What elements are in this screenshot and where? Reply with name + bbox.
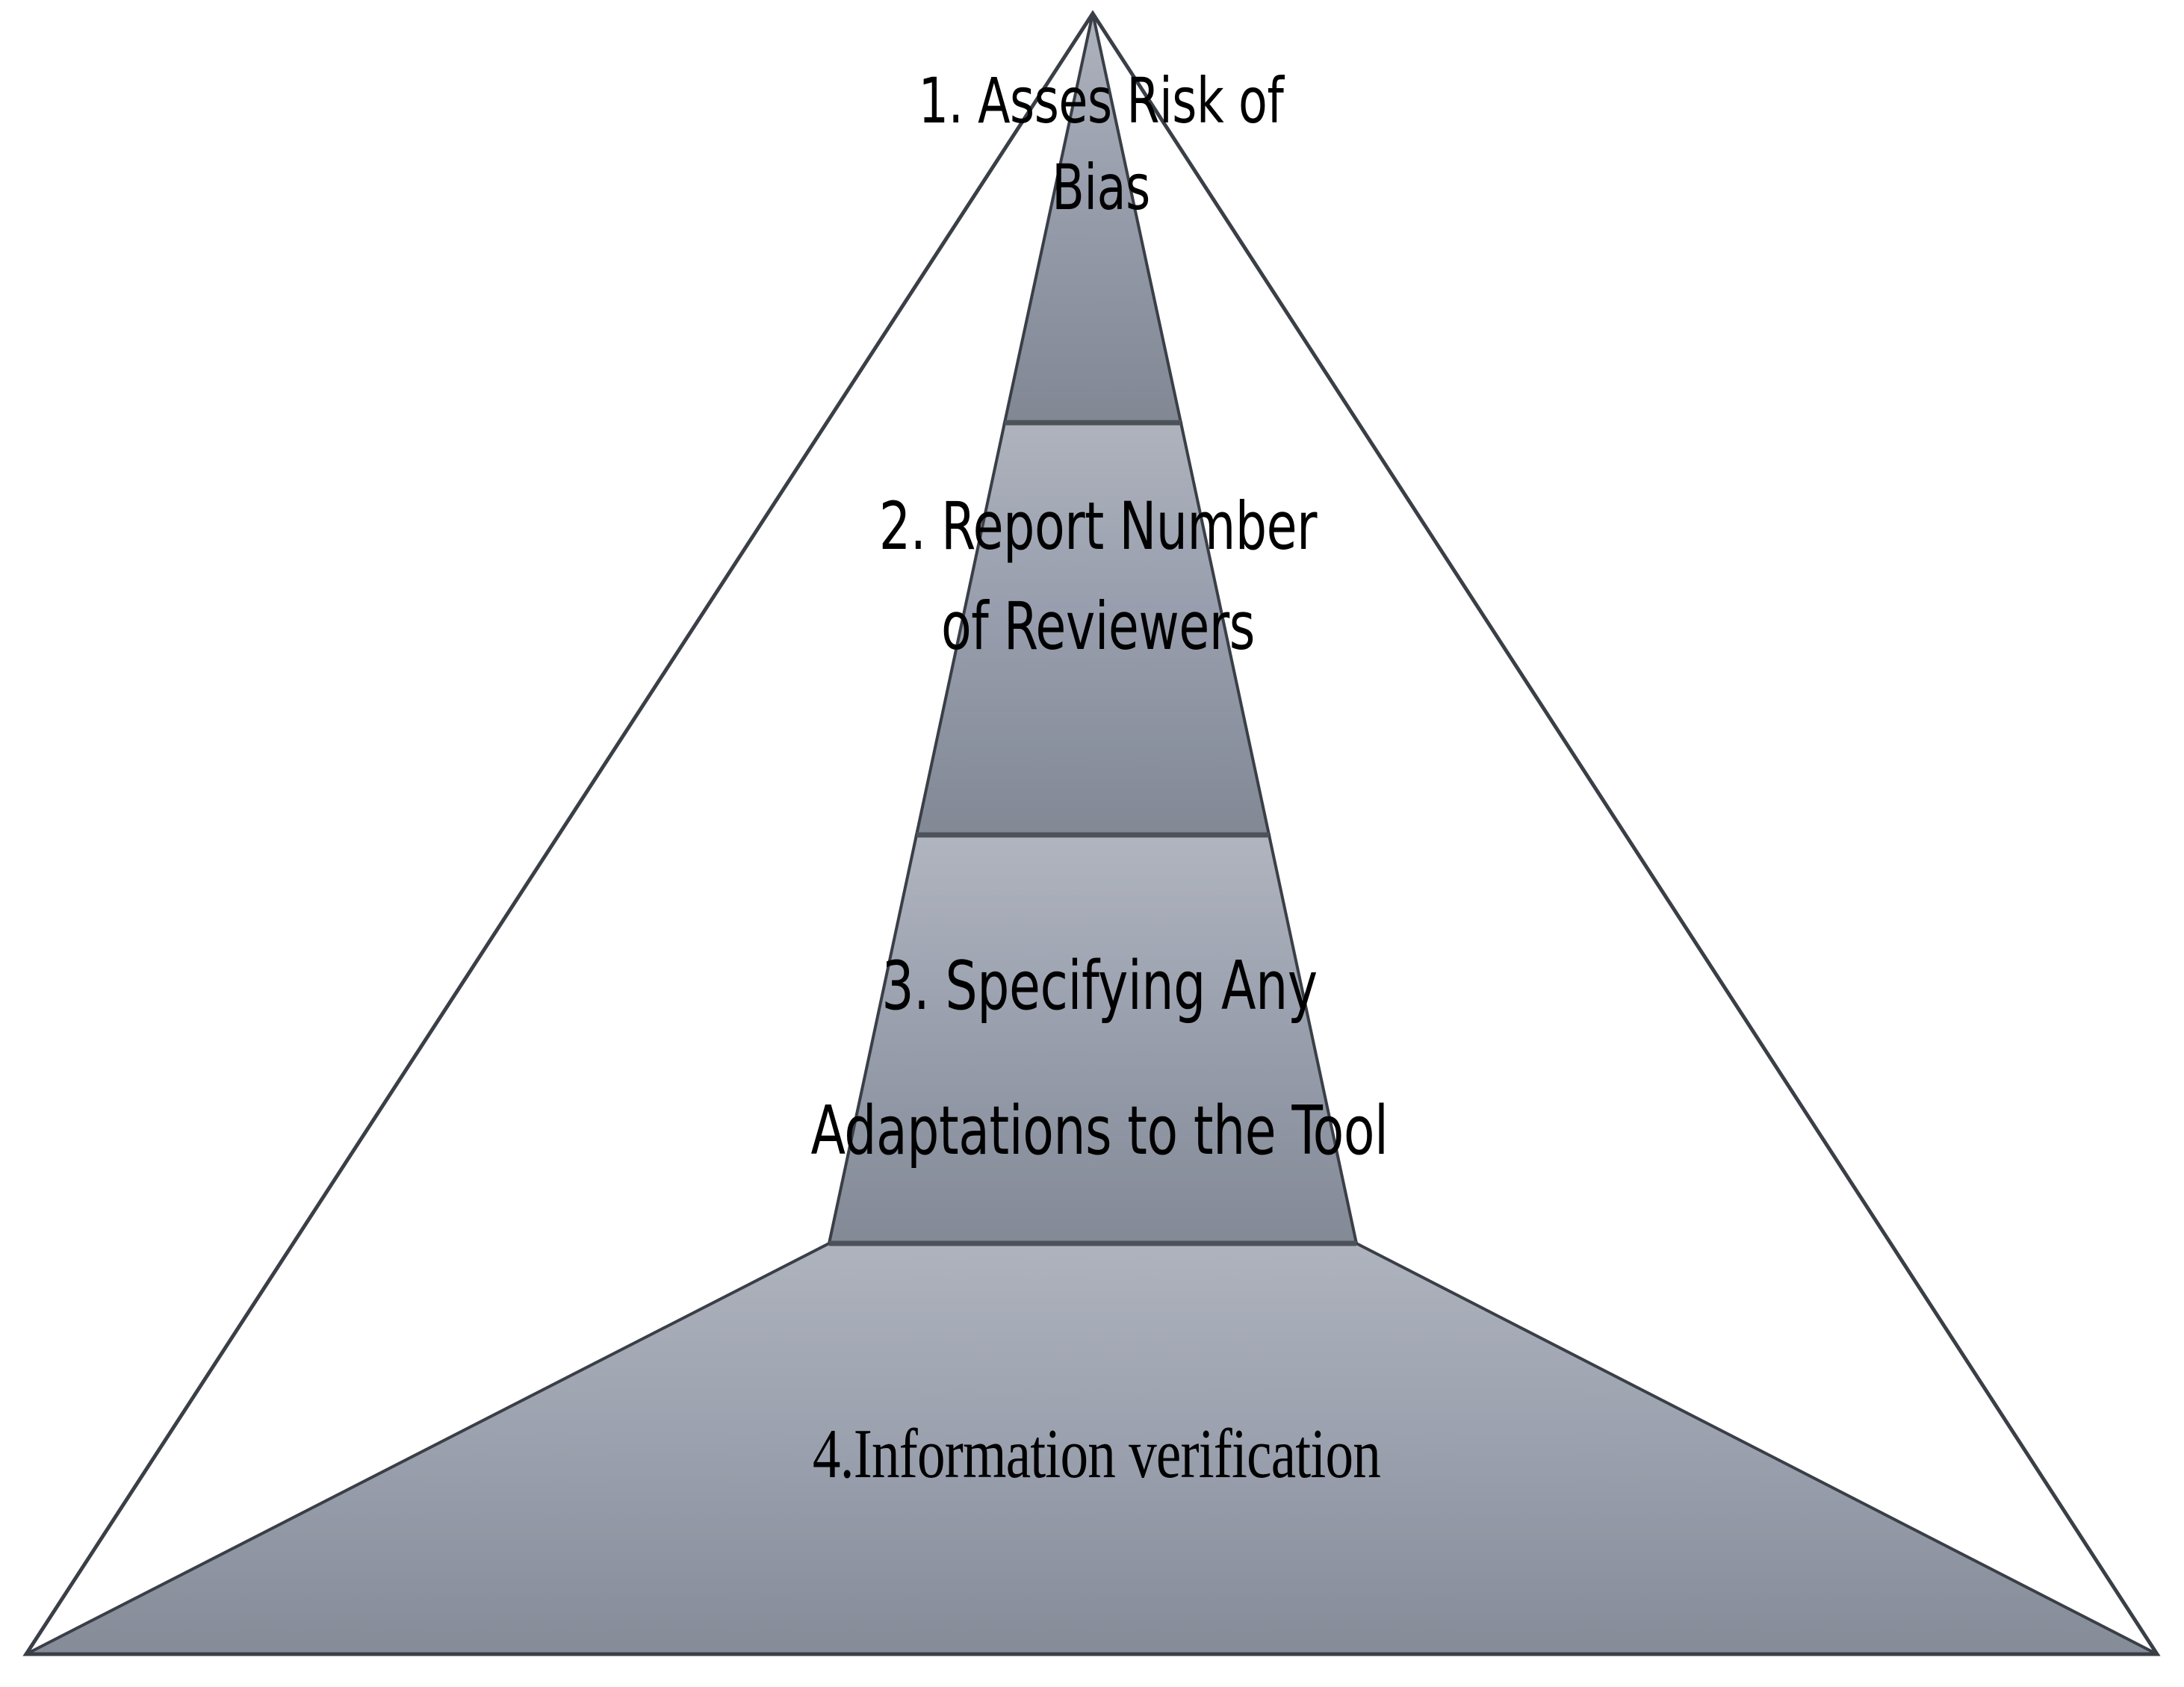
pyramid-tier-4-shape[interactable]	[25, 1242, 2158, 1656]
pyramid-tier-1-shape[interactable]	[1002, 13, 1183, 424]
pyramid-tier-2-shape[interactable]	[914, 421, 1271, 836]
pyramid-outline	[22, 10, 2161, 1656]
pyramid-tier-3-shape[interactable]	[827, 833, 1359, 1245]
